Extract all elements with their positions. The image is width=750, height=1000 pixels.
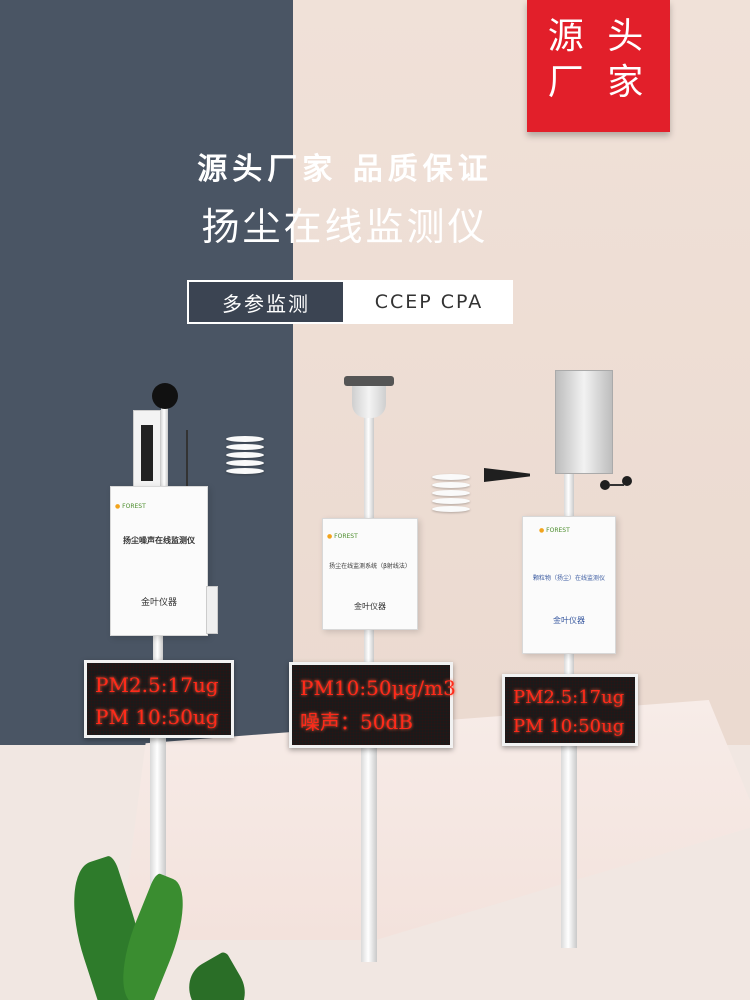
noise-sensor-ball-icon — [152, 383, 178, 409]
tag-certification: CCEP CPA — [345, 280, 513, 324]
hero-title: 扬尘在线监测仪 — [201, 205, 489, 249]
device-1-cabinet-title: 扬尘噪声在线监测仪 — [123, 536, 195, 545]
weather-shield-icon — [226, 436, 264, 476]
device-2-cabinet-title: 扬尘在线监测系统（β射线法） — [329, 563, 411, 570]
device-1-sensor-mast — [161, 400, 168, 490]
feature-tag-bar: 多参监测 CCEP CPA — [187, 280, 513, 324]
device-1-upper-pole — [153, 630, 163, 670]
source-factory-badge: 源 头 厂 家 — [527, 0, 670, 132]
device-3-led-display: PM2.5:17ug PM 10:50ug — [502, 674, 638, 746]
device-1-led-display: PM2.5:17ug PM 10:50ug — [84, 660, 234, 738]
device-1-brand-logo: ● FOREST — [115, 503, 146, 510]
device-3-cabinet: ● FOREST 颗粒物（扬尘）在线监测仪 金叶仪器 — [522, 516, 616, 654]
device-2-led-line-2: 噪声：50dB — [300, 710, 413, 734]
device-2-maker: 金叶仪器 — [354, 602, 386, 611]
badge-line-1: 源 头 — [547, 16, 650, 57]
hero-slogan: 源头厂家 品质保证 — [197, 152, 493, 187]
device-1-maker: 金叶仪器 — [140, 598, 177, 608]
sampling-head-icon — [352, 386, 386, 418]
device-2-upper-pole — [364, 630, 374, 664]
weather-shield-2-icon — [432, 474, 470, 514]
device-1-led-line-2: PM 10:50ug — [95, 705, 219, 729]
device-3-pole — [561, 742, 577, 948]
device-2-led-line-1: PM10:50μg/m3 — [300, 676, 456, 700]
device-3-cabinet-title: 颗粒物（扬尘）在线监测仪 — [532, 575, 605, 582]
device-2-inlet-tube — [364, 410, 374, 520]
device-2-cabinet: ● FOREST 扬尘在线监测系统（β射线法） 金叶仪器 — [322, 518, 418, 630]
device-3-maker: 金叶仪器 — [553, 616, 585, 625]
device-1-cabinet: ● FOREST 扬尘噪声在线监测仪 金叶仪器 — [110, 486, 208, 636]
device-2-pole — [361, 748, 377, 962]
sampling-head-cap-icon — [344, 376, 394, 386]
device-2-led-display: PM10:50μg/m3 噪声：50dB — [289, 662, 456, 748]
noise-meter-icon — [133, 410, 161, 496]
antenna-icon — [186, 430, 188, 490]
anemometer-icon — [600, 476, 636, 498]
device-1-led-line-1: PM2.5:17ug — [95, 673, 219, 697]
badge-line-2: 厂 家 — [547, 62, 650, 103]
device-3-brand-logo: ● FOREST — [539, 527, 570, 534]
tag-multi-parameter: 多参监测 — [187, 280, 345, 324]
device-3-led-line-2: PM 10:50ug — [513, 716, 625, 737]
device-2-brand-logo: ● FOREST — [327, 533, 358, 540]
device-1-side-bracket — [206, 586, 218, 634]
rain-shield-cylinder-icon — [555, 370, 613, 474]
device-3-led-line-1: PM2.5:17ug — [513, 687, 625, 708]
